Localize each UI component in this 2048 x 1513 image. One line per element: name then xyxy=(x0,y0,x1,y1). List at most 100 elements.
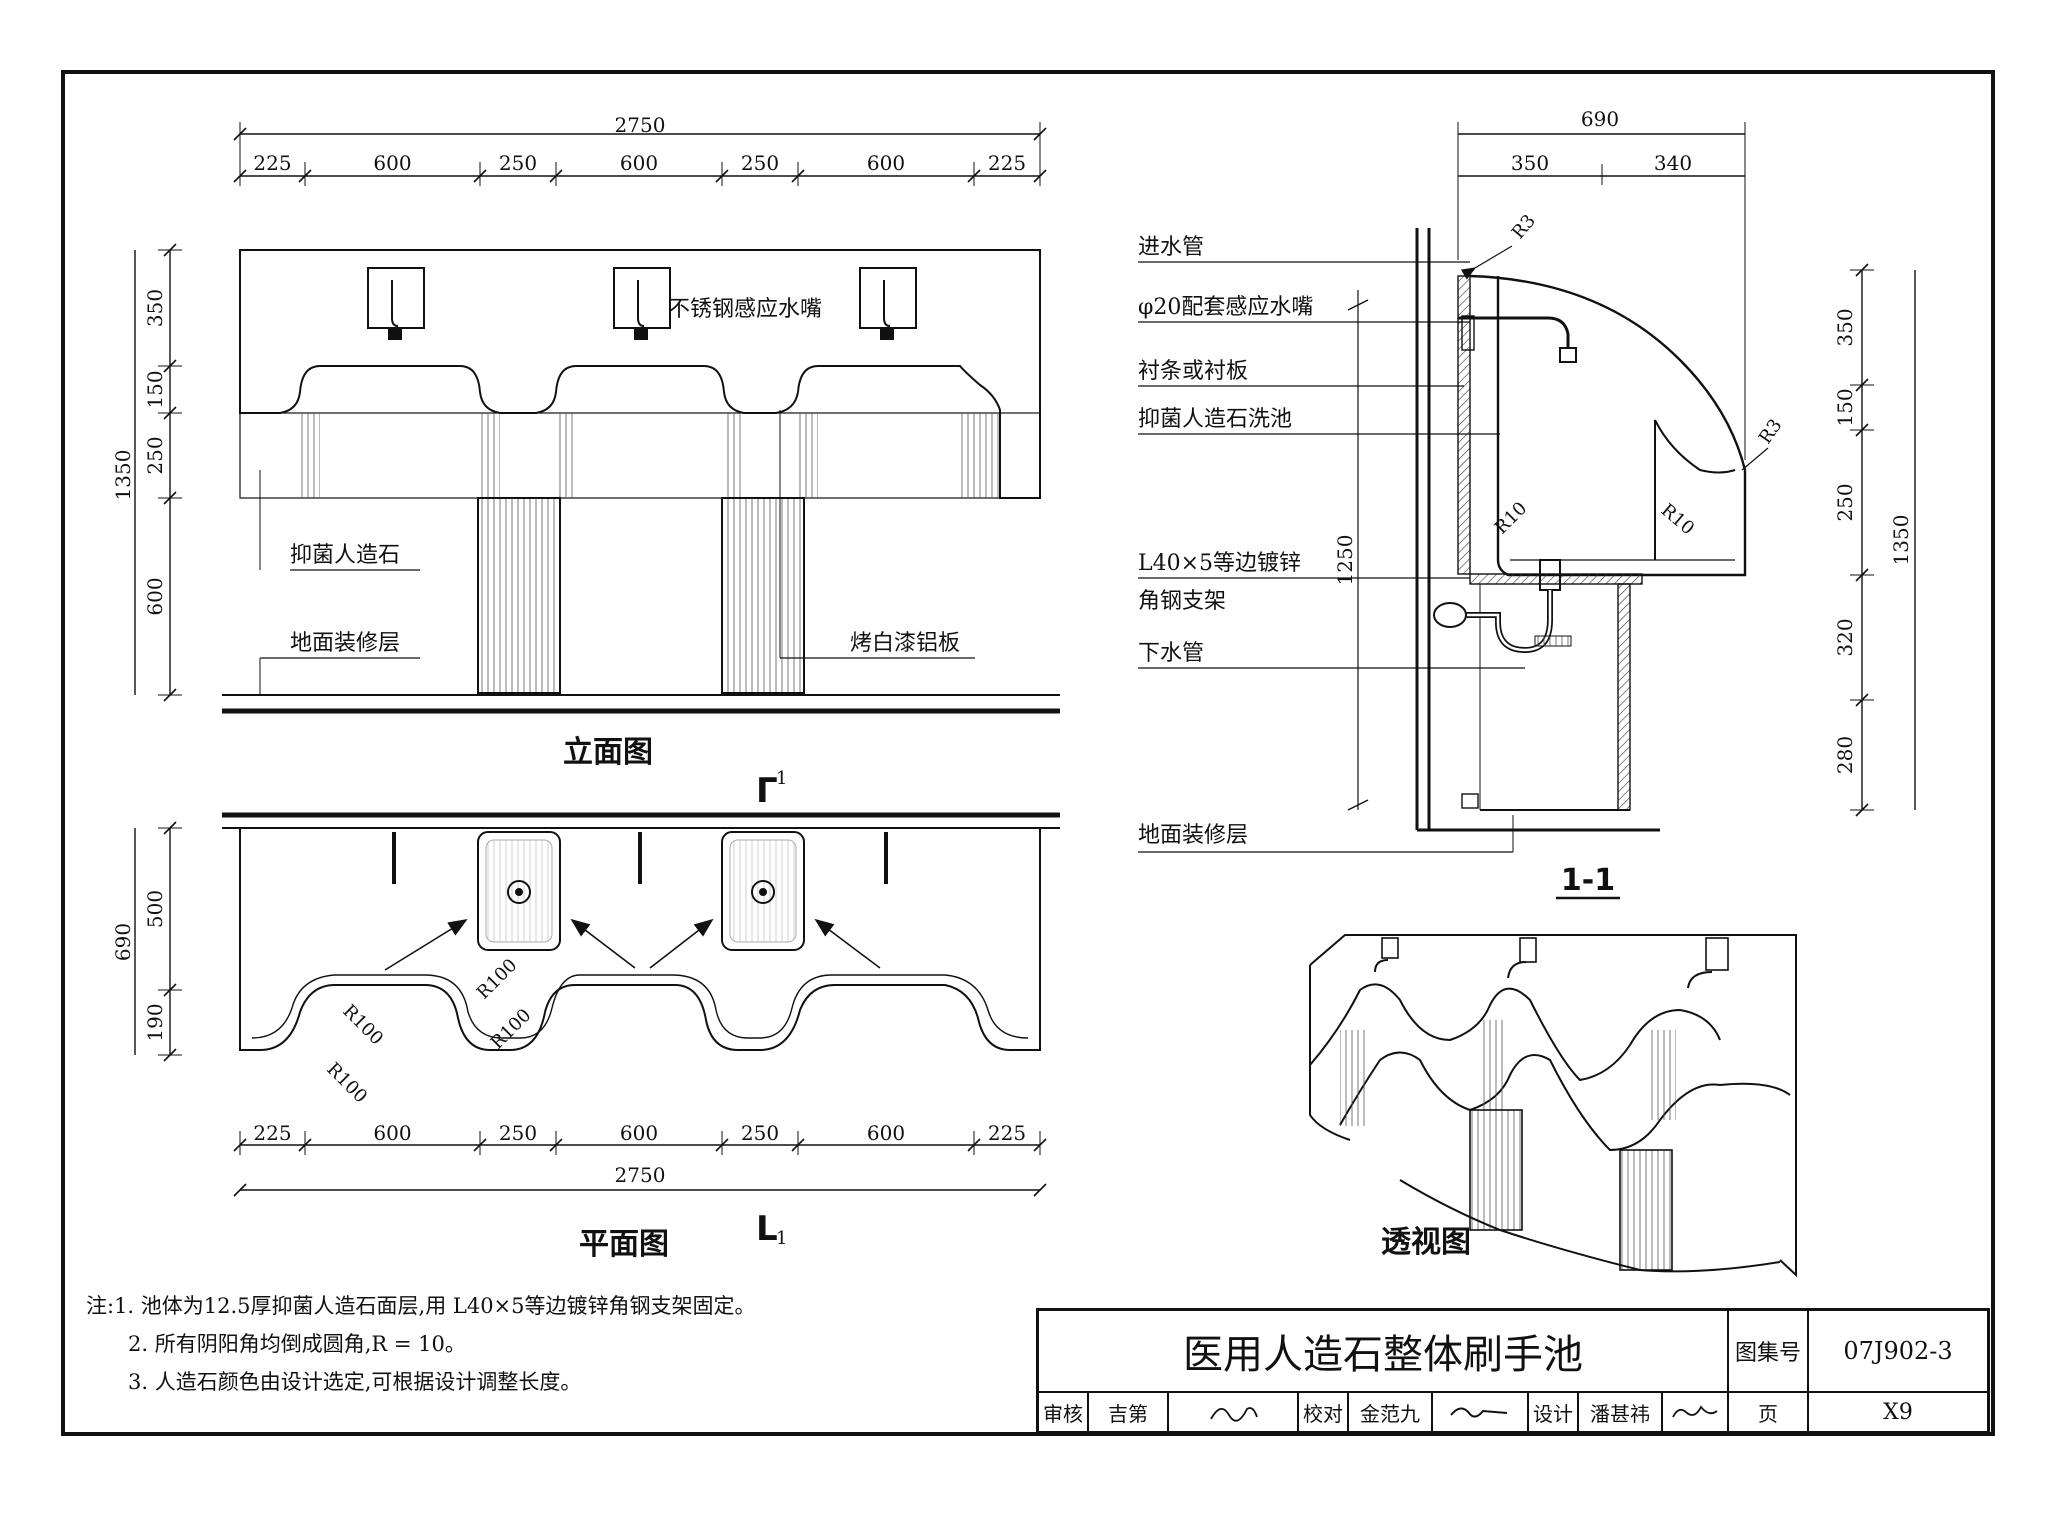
plan-dim-segment: 600 xyxy=(620,1121,658,1145)
elevation-dim-segment: 600 xyxy=(867,151,905,175)
support-column xyxy=(721,497,805,694)
plan-dim-segment: 600 xyxy=(867,1121,905,1145)
faucet-icon xyxy=(1687,937,1729,989)
signature-icon xyxy=(1210,1407,1258,1422)
page-label: 页 xyxy=(1729,1393,1809,1431)
label-bracket: 角钢支架 xyxy=(1138,589,1226,614)
note-1: 注:1. 池体为12.5厚抑菌人造石面层,用 L40×5等边镀锌角钢支架固定。 xyxy=(86,1294,756,1318)
section-mark-bottom: L xyxy=(756,1209,778,1249)
plan-view: Γ 1 L 1 R100 R100 R100 xyxy=(111,768,1060,1262)
reviewer-signature xyxy=(1169,1393,1299,1431)
radius-label: R100 xyxy=(338,1001,387,1050)
angle-bracket xyxy=(1469,573,1643,585)
section-dim-right-segment: 350 xyxy=(1833,308,1857,346)
checker-name: 金范九 xyxy=(1349,1393,1433,1431)
section-dim-right-segment: 150 xyxy=(1833,388,1857,426)
faucet-plan-icon xyxy=(638,832,642,884)
check-label: 校对 xyxy=(1299,1393,1349,1431)
faucet-plan-icon xyxy=(884,832,888,884)
note-2: 2. 所有阴阳角均倒成圆角,R = 10。 xyxy=(128,1332,466,1356)
plan-title: 平面图 xyxy=(579,1227,669,1262)
page-number: X9 xyxy=(1883,1399,1913,1425)
section-mark-bottom-number: 1 xyxy=(776,1228,787,1249)
signature-icon xyxy=(1672,1405,1718,1418)
radius-label: R100 xyxy=(322,1059,371,1108)
plan-dim-segment: 600 xyxy=(373,1121,411,1145)
elevation-dim-segment: 600 xyxy=(373,151,411,175)
section-dim-right-total: 1350 xyxy=(1889,515,1913,566)
plan-dim-left-segment: 190 xyxy=(143,1003,167,1041)
section-view: 690 350 340 R3 xyxy=(1138,107,1916,900)
plan-dim-total: 2750 xyxy=(615,1163,666,1187)
checker-signature xyxy=(1433,1393,1529,1431)
label-material: 抑菌人造石 xyxy=(290,543,400,568)
label-basin: 抑菌人造石洗池 xyxy=(1138,407,1292,432)
elevation-dim-segment: 250 xyxy=(499,151,537,175)
faucet-icon xyxy=(1374,937,1399,973)
liner-strip xyxy=(1457,275,1471,575)
title-block: 医用人造石整体刷手池 图集号 07J902-3 审核 吉第 校对 金范九 设计 … xyxy=(1036,1308,1990,1434)
basin-profile xyxy=(1469,274,1747,577)
label-bracket: L40×5等边镀锌 xyxy=(1138,551,1301,576)
basin-drain xyxy=(477,831,561,951)
label-floor-finish: 地面装修层 xyxy=(290,631,400,656)
faucet-icon xyxy=(1458,316,1570,348)
reviewer-name: 吉第 xyxy=(1089,1393,1169,1431)
plan-dim-left-total: 690 xyxy=(111,923,135,961)
drain-icon xyxy=(751,880,775,904)
faucet-icon xyxy=(1507,937,1537,979)
faucet-plan-icon xyxy=(392,832,396,884)
radius-label: R3 xyxy=(1755,415,1787,448)
elevation-dim-segment: 250 xyxy=(741,151,779,175)
faucet-icon xyxy=(367,267,425,340)
section-dim-top-total: 690 xyxy=(1581,107,1619,131)
designer-name: 潘甚祎 xyxy=(1579,1393,1663,1431)
basin-drain xyxy=(721,831,805,951)
elevation-dim-left-total: 1350 xyxy=(111,450,135,501)
section-mark-top-number: 1 xyxy=(776,768,787,789)
section-dim-top: 340 xyxy=(1654,151,1692,175)
label-drain-pipe: 下水管 xyxy=(1138,641,1204,666)
section-dim-left: 1250 xyxy=(1333,535,1357,586)
faucet-icon xyxy=(613,267,671,340)
elevation-dim-segment: 600 xyxy=(620,151,658,175)
section-title: 1-1 xyxy=(1561,863,1615,898)
section-dim-right-segment: 280 xyxy=(1833,736,1857,774)
signature-icon xyxy=(1450,1407,1508,1418)
plan-dim-segment: 250 xyxy=(741,1121,779,1145)
design-label: 设计 xyxy=(1529,1393,1579,1431)
section-dim-right-segment: 320 xyxy=(1833,618,1857,656)
label-aluminum-panel: 烤白漆铝板 xyxy=(850,631,960,656)
label-floor-finish: 地面装修层 xyxy=(1138,823,1248,848)
drain-icon xyxy=(507,880,531,904)
plan-dim-left-segment: 500 xyxy=(143,890,167,928)
elevation-dim-left-segment: 600 xyxy=(143,577,167,615)
faucet-icon xyxy=(859,267,917,340)
label-liner: 衬条或衬板 xyxy=(1138,359,1248,384)
elevation-dim-left-segment: 250 xyxy=(143,436,167,474)
elevation-dim-left-segment: 150 xyxy=(143,370,167,408)
section-dim-top: 350 xyxy=(1511,151,1549,175)
drawing-title: 医用人造石整体刷手池 xyxy=(1039,1311,1729,1393)
elevation-dim-left-segment: 350 xyxy=(143,289,167,327)
elevation-dim-total: 2750 xyxy=(615,113,666,137)
cabinet-panel xyxy=(1617,583,1631,811)
elevation-dim-segment: 225 xyxy=(253,151,291,175)
label-inlet-pipe: 进水管 xyxy=(1138,235,1204,260)
label-faucet: 不锈钢感应水嘴 xyxy=(668,297,822,322)
sheet-border xyxy=(61,70,1995,1436)
support-column xyxy=(1469,1109,1523,1231)
perspective-title: 透视图 xyxy=(1381,1225,1471,1260)
basin-body xyxy=(239,249,1041,499)
designer-signature xyxy=(1663,1393,1729,1431)
support-column xyxy=(1619,1149,1673,1271)
plan-dim-segment: 225 xyxy=(988,1121,1026,1145)
drain-trap-icon xyxy=(1433,559,1572,654)
atlas-label: 图集号 xyxy=(1729,1311,1809,1393)
section-labels: 进水管 φ20配套感应水嘴 衬条或衬板 抑菌人造石洗池 L40×5等边镀锌 角钢… xyxy=(1138,235,1525,853)
elevation-title: 立面图 xyxy=(563,735,653,770)
review-label: 审核 xyxy=(1039,1393,1089,1431)
